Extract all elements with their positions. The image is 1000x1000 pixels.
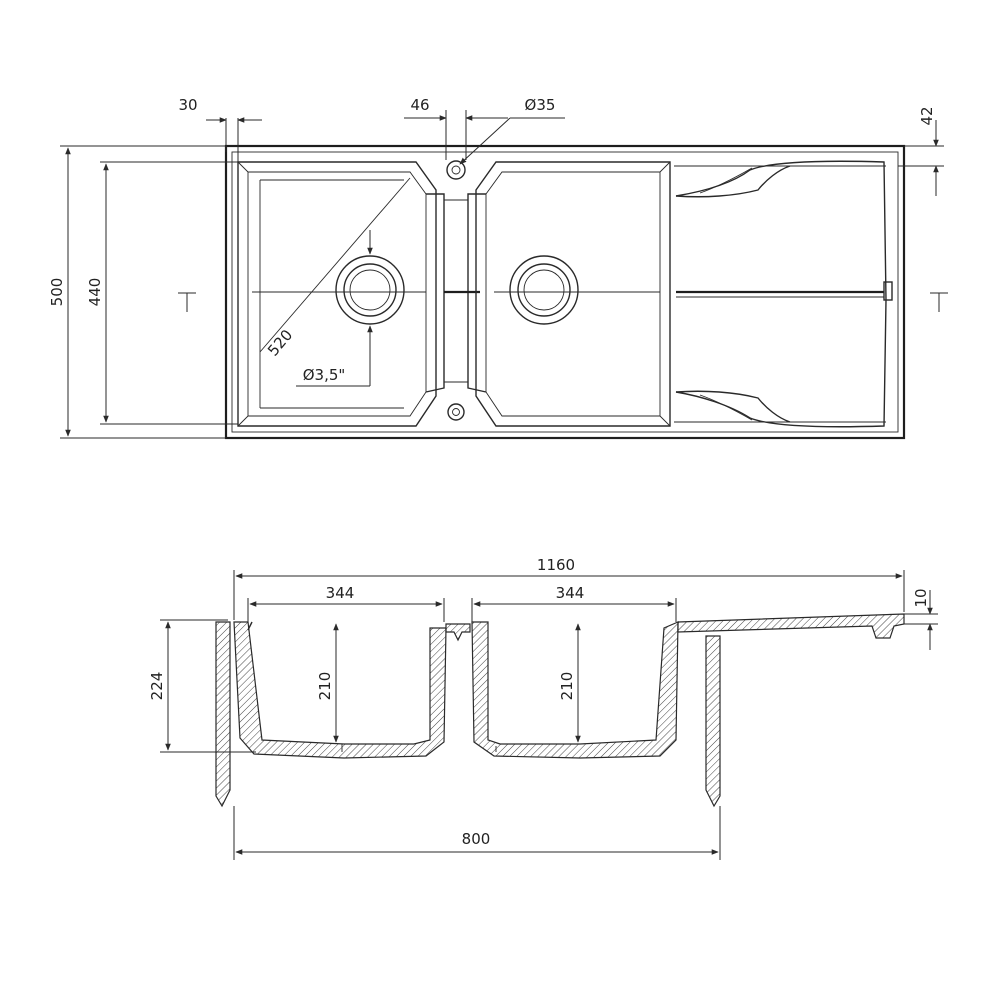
dimension-500: 500 (48, 145, 226, 439)
dimension-46: 46 (404, 96, 508, 160)
right-bowl-section (471, 621, 679, 759)
dimension-tap-hole: Ø35 (459, 96, 565, 165)
dimension-drain: Ø3,5" (296, 230, 373, 387)
overflow-hole-icon (447, 403, 465, 421)
dimension-224: 224 (148, 619, 256, 753)
sink-outline (224, 144, 906, 440)
dim-30-label: 30 (178, 96, 197, 114)
dim-800-label: 800 (462, 830, 491, 848)
drainer-section (677, 613, 905, 639)
top-view: 30 46 Ø35 42 500 (48, 96, 948, 440)
right-bowl (475, 161, 671, 427)
dimension-42: 42 (898, 106, 944, 196)
dimension-800: 800 (233, 806, 721, 860)
dim-10-label: 10 (912, 588, 930, 607)
right-drain-outer (509, 255, 579, 325)
dim-drain-label: Ø3,5" (303, 366, 346, 384)
left-bowl (237, 161, 437, 427)
dimension-1160: 1160 (233, 556, 905, 620)
dim-210-right-label: 210 (558, 672, 576, 701)
section-markers (178, 292, 948, 312)
dim-42-label: 42 (918, 106, 936, 125)
center-divider (425, 160, 487, 421)
dim-46-label: 46 (410, 96, 429, 114)
left-drain-outer (335, 255, 405, 325)
dim-1160-label: 1160 (537, 556, 575, 574)
dimension-440: 440 (86, 161, 238, 425)
dimension-344-left: 344 (247, 584, 445, 622)
dim-440-label: 440 (86, 278, 104, 307)
dimension-344-right: 344 (471, 584, 677, 622)
dim-224-label: 224 (148, 672, 166, 701)
dimension-10: 10 (904, 588, 938, 650)
dimension-210-left: 210 (316, 623, 339, 743)
dim-344-right-label: 344 (556, 584, 585, 602)
left-bowl-section (233, 621, 447, 759)
dim-210-left-label: 210 (316, 672, 334, 701)
dim-520-label: 520 (264, 326, 296, 360)
dim-344-left-label: 344 (326, 584, 355, 602)
section-view: 1160 344 344 10 (148, 556, 938, 860)
tap-hole-icon (446, 160, 466, 180)
dim-hole-label: Ø35 (525, 96, 556, 114)
dimension-210-right: 210 (558, 623, 581, 743)
drainer-board (674, 160, 893, 428)
dimension-30: 30 (178, 96, 262, 162)
dim-500-label: 500 (48, 278, 66, 307)
right-cabinet-wall (705, 635, 721, 808)
left-cabinet-wall (215, 621, 231, 808)
